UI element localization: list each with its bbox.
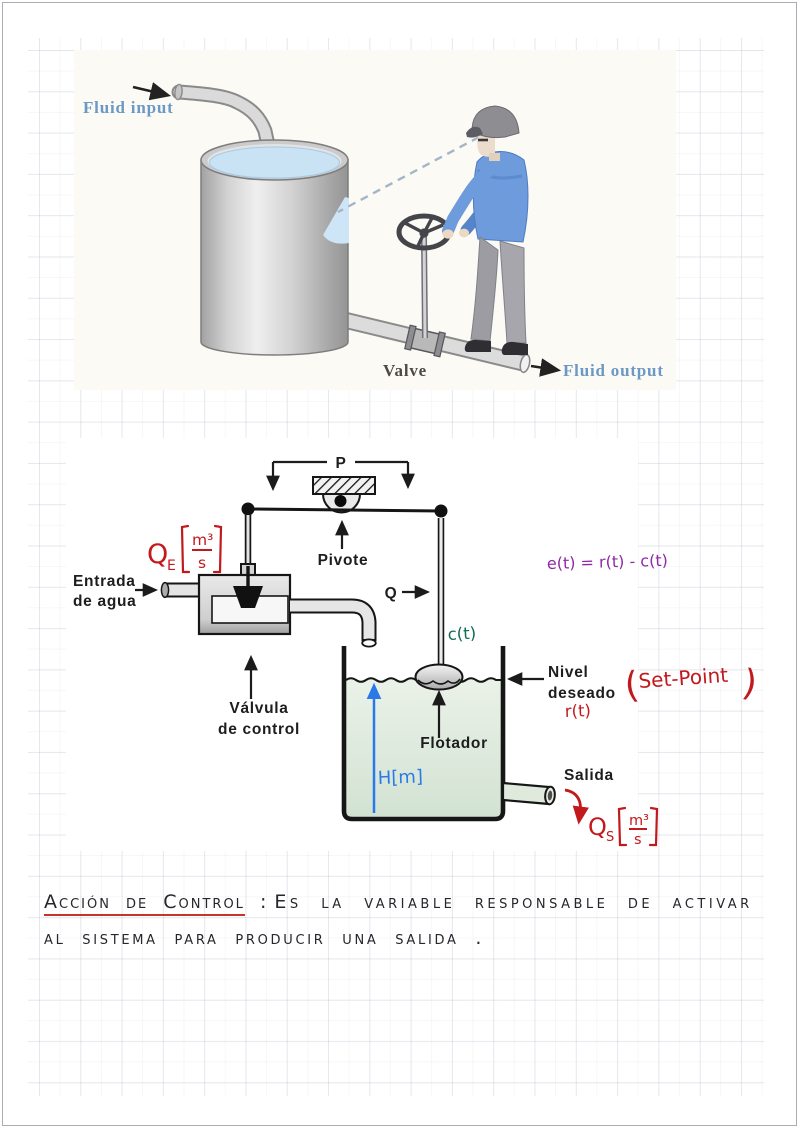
svg-text:(: (: [623, 665, 641, 707]
ct-annotation: c(t): [447, 624, 476, 644]
tank-water: [346, 678, 501, 817]
entrada-label-2: de agua: [73, 593, 136, 610]
lever-bar: [241, 502, 448, 518]
pipe-valve: [404, 235, 446, 358]
line-of-sight-dashed: [337, 135, 480, 214]
entrada-label-1: Entrada: [73, 573, 136, 590]
person-front-arm: [442, 164, 496, 237]
tank-water-surface: [209, 146, 340, 179]
person-face: [477, 132, 495, 157]
error-equation-annotation: e(t) = r(t) - c(t): [547, 551, 668, 573]
fluid-tank: [200, 139, 349, 356]
pivot-assembly: [312, 476, 376, 514]
hat-brim: [466, 126, 483, 138]
setpoint-annotation: ( Set-Point ): [623, 662, 760, 707]
figure-float-valve-diagram: P Pivote: [66, 438, 760, 851]
fluid-input-pipe: [171, 83, 276, 153]
nivel-label-2: deseado: [548, 685, 616, 702]
notes-heading: Acción de Control: [44, 891, 245, 916]
fluid-output-label: Fluid output: [563, 361, 664, 380]
svg-text:Q: Q: [147, 539, 168, 570]
diagram-tank: [341, 646, 506, 822]
svg-text:): ): [740, 662, 760, 705]
pivote-label: Pivote: [318, 552, 369, 569]
valvula-label-1: Válvula: [229, 700, 288, 717]
figure-manual-level-control: Fluid input Valve Fluid output: [74, 50, 676, 390]
force-P-label: P: [335, 455, 346, 472]
rt-annotation: r(t): [564, 701, 591, 721]
salida-label: Salida: [564, 767, 614, 784]
qs-arrow: [564, 788, 589, 825]
notes-line1-text: Es la variable responsable de activar: [274, 891, 753, 913]
svg-text:S: S: [606, 830, 614, 845]
flotador-label: Flotador: [420, 735, 488, 752]
valvula-label-2: de control: [218, 721, 300, 738]
notes-colon-char: :: [259, 891, 269, 913]
svg-text:s: s: [634, 832, 642, 848]
fluid-input-label: Fluid input: [83, 98, 174, 117]
person-shoe-front: [464, 339, 491, 352]
notes-line-1: Acción de Control : Es la variable respo…: [44, 884, 764, 920]
setpoint-text: Set-Point: [638, 663, 729, 693]
qe-annotation: Q E m³ s: [147, 524, 223, 574]
tank-walls: [341, 646, 506, 822]
fluid-output-arrow: [530, 358, 562, 377]
svg-text:m³: m³: [192, 531, 213, 549]
hard-hat: [471, 105, 520, 139]
salida-pipe: [501, 781, 556, 806]
h-annotation: H[m]: [377, 766, 423, 789]
handwritten-notes: Acción de Control : Es la variable respo…: [44, 884, 764, 956]
svg-text:m³: m³: [629, 813, 649, 829]
float-ball: [414, 663, 464, 691]
person-leg-front: [470, 236, 499, 342]
control-valve: [160, 563, 377, 648]
valve-label: Valve: [383, 361, 427, 380]
operator-person: [442, 105, 529, 355]
svg-text:E: E: [167, 558, 176, 574]
svg-text:Q: Q: [588, 813, 607, 841]
fluid-input-arrow: [132, 82, 172, 101]
nivel-label-1: Nivel: [548, 664, 589, 681]
qs-annotation: Q S m³ s: [588, 806, 659, 848]
notes-line-2: al sistema para producir una salida .: [44, 920, 764, 956]
notes-line2-text: al sistema para producir una salida .: [44, 927, 485, 949]
svg-text:s: s: [198, 554, 206, 572]
person-shoe-back: [501, 341, 528, 355]
person-torso: [472, 151, 529, 243]
notes-colon: [245, 891, 260, 913]
force-P-bracket: [266, 460, 415, 492]
q-label: Q: [385, 585, 398, 602]
